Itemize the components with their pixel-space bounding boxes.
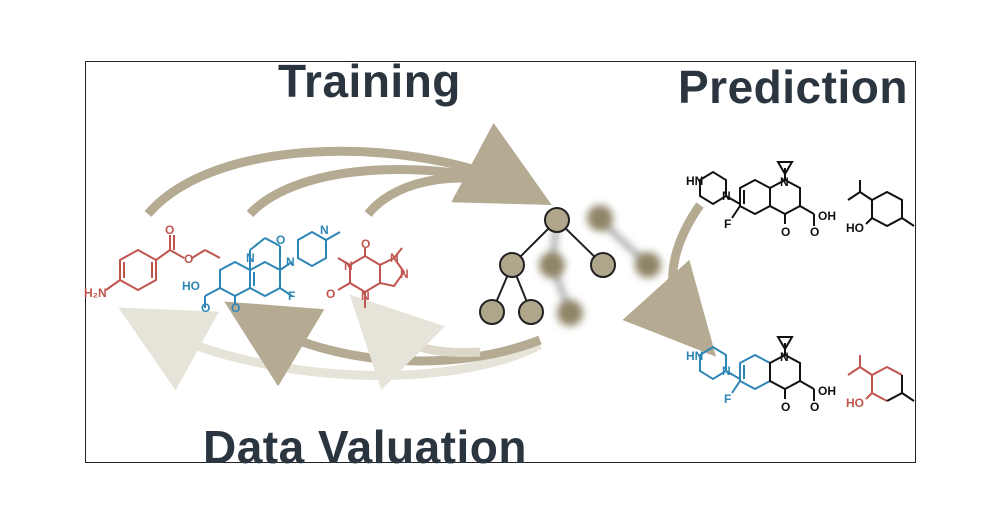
molecule-caffeine: O N N O N N: [326, 237, 409, 308]
molecule-benzocaine: H₂N O O: [84, 223, 221, 300]
tree-node-root: [544, 207, 570, 233]
atom-label: F: [288, 289, 295, 303]
atom-label: OH: [818, 384, 836, 398]
tree-node-blurred: [557, 300, 583, 326]
atom-label: N: [722, 364, 731, 378]
prediction-arrow: [622, 202, 717, 357]
decision-tree: [479, 205, 661, 326]
tree-node-blurred: [539, 252, 565, 278]
atom-label: O: [184, 252, 193, 266]
atom-label: O: [781, 225, 790, 239]
atom-label: HN: [686, 349, 703, 363]
atom-label: O: [165, 223, 174, 237]
atom-label: F: [724, 392, 731, 406]
atom-label: HN: [686, 174, 703, 188]
molecule-ciprofloxacin-black: HN N N F O OH O: [686, 161, 836, 239]
tree-node: [479, 299, 505, 325]
molecule-menthol-black: HO: [846, 180, 915, 235]
heading-training: Training: [278, 55, 461, 107]
atom-label: H₂N: [84, 286, 107, 300]
atom-label: N: [722, 189, 731, 203]
tree-node: [499, 252, 525, 278]
training-arrow-3: [364, 173, 522, 217]
atom-label: O: [361, 237, 370, 251]
atom-label: N: [400, 267, 409, 281]
atom-label: O: [810, 400, 819, 414]
valuation-arrow-2: [349, 294, 481, 391]
atom-label: F: [724, 217, 731, 231]
atom-label: N: [344, 259, 353, 273]
atom-label: N: [246, 251, 255, 265]
atom-label: N: [390, 251, 399, 265]
tree-node: [590, 252, 616, 278]
atom-label: OH: [818, 209, 836, 223]
atom-label: O: [781, 400, 790, 414]
tree-node: [518, 299, 544, 325]
atom-label: N: [320, 223, 329, 237]
atom-label: O: [231, 301, 240, 315]
atom-label: N: [286, 255, 295, 269]
molecule-ofloxacin: HO O O N O N N F: [182, 223, 341, 315]
atom-label: N: [361, 289, 370, 303]
valuation-arrow-faded: [118, 307, 543, 391]
training-arrow-1: [144, 122, 552, 217]
tree-node-blurred: [635, 252, 661, 278]
molecule-ciprofloxacin-colored: HN N N F O OH O: [686, 336, 836, 414]
atom-label: O: [201, 301, 210, 315]
atom-label: HO: [846, 221, 864, 235]
atom-label: O: [810, 225, 819, 239]
heading-prediction: Prediction: [678, 61, 908, 113]
tree-node-blurred: [587, 205, 613, 231]
atom-label: O: [276, 233, 285, 247]
atom-label: N: [780, 175, 789, 189]
atom-label: HO: [846, 396, 864, 410]
molecule-menthol-colored: HO: [846, 355, 915, 410]
atom-label: O: [326, 287, 335, 301]
atom-label: HO: [182, 279, 200, 293]
atom-label: N: [780, 350, 789, 364]
heading-data-valuation: Data Valuation: [203, 421, 527, 473]
